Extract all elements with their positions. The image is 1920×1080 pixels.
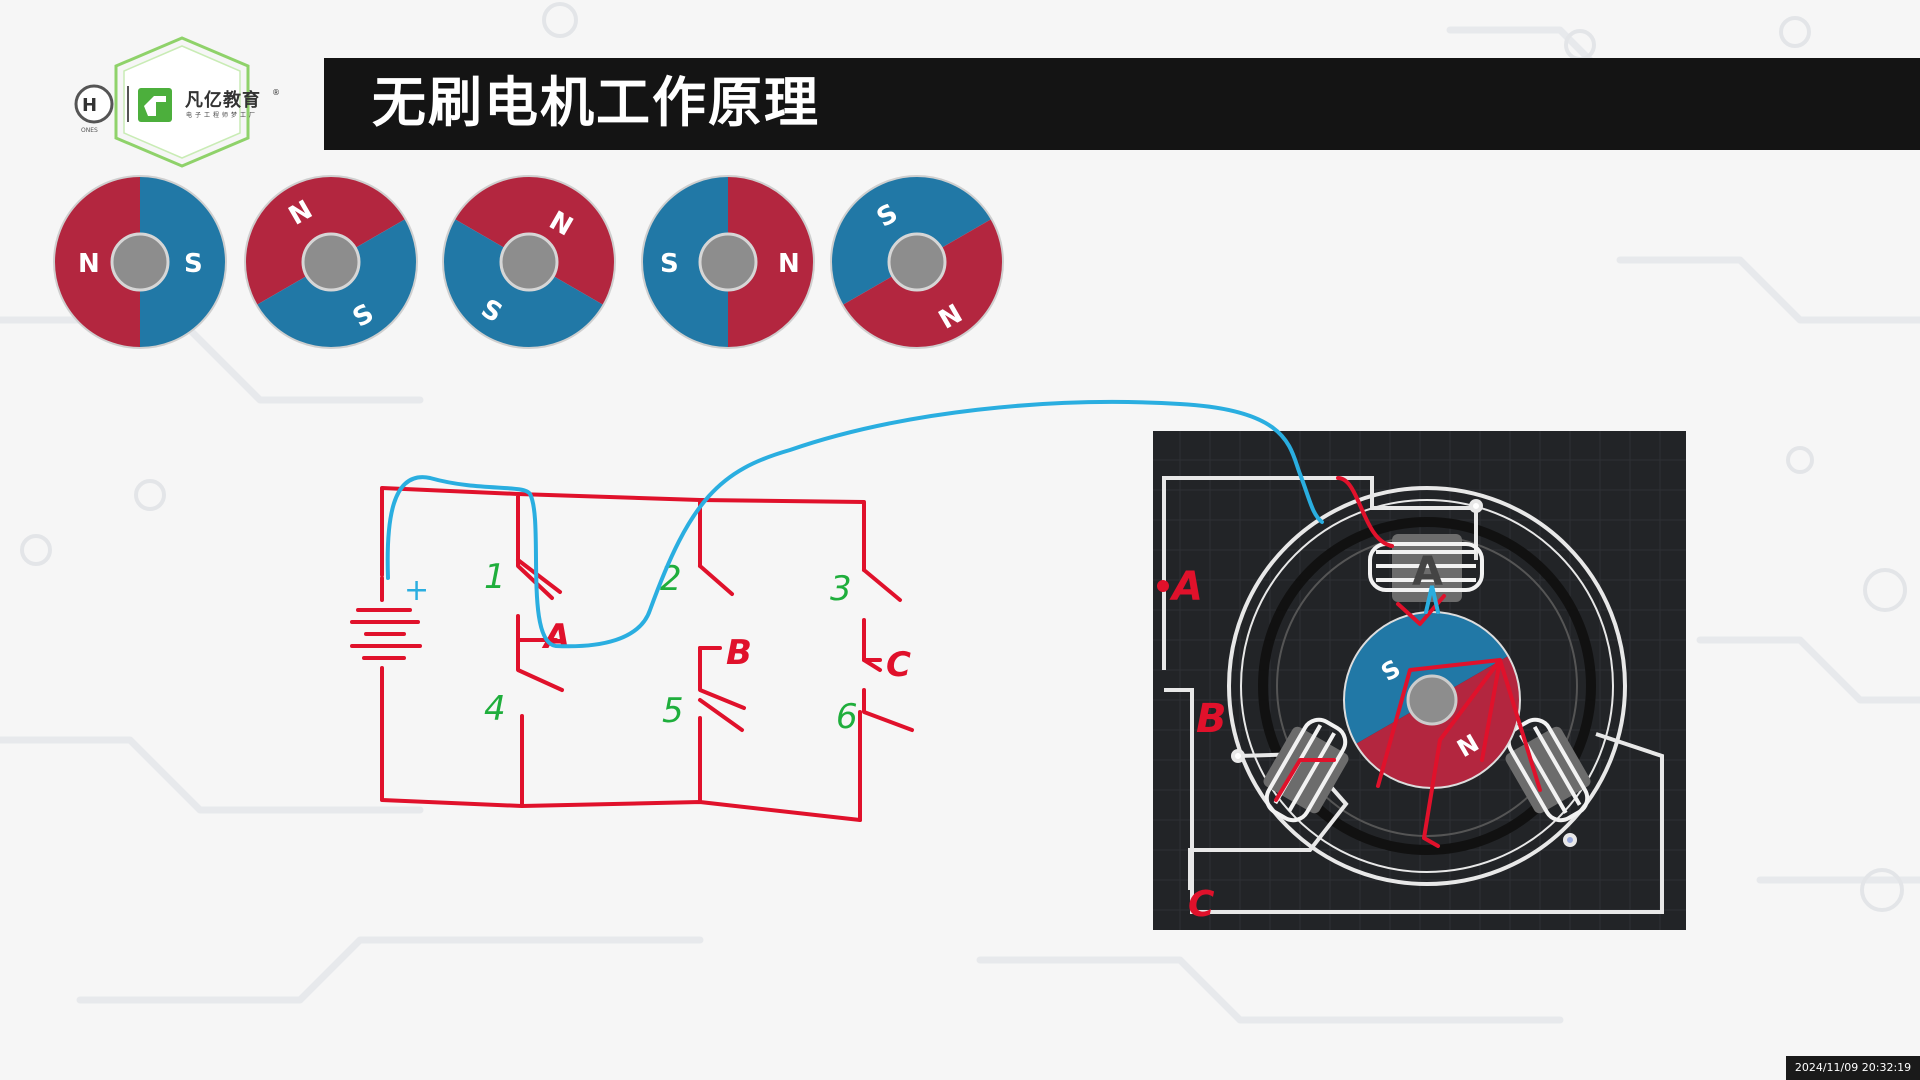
inverter-circuit [350, 476, 1542, 848]
inverter-phase-labels: A B C [541, 617, 911, 685]
board-phase-label: C [1188, 884, 1215, 925]
magnet-rotation-sequence: N S N S N S [53, 175, 1004, 349]
switch-number: 1 [484, 557, 506, 597]
timestamp: 2024/11/09 20:32:19 [1786, 1056, 1920, 1080]
switch-number: 6 [836, 697, 858, 737]
magnet-disc-5: S N [830, 175, 1004, 349]
page-title: 无刷电机工作原理 [372, 71, 820, 134]
coil-a: A [1368, 534, 1484, 602]
board-phase-labels: A B C [1169, 564, 1227, 925]
title-bar [324, 58, 1920, 150]
brand-name: 凡亿教育 [185, 90, 261, 111]
switch-numbers: 1 2 3 4 5 6 [484, 557, 858, 737]
magnet-disc-4: S N [641, 175, 815, 349]
magnet-label: N [778, 249, 800, 279]
magnet-disc-1: N S [53, 175, 227, 349]
switch-number: 5 [662, 691, 684, 731]
board-phase-label: B [1196, 696, 1227, 742]
magnet-disc-2: N S [244, 175, 418, 349]
phase-label: C [886, 645, 911, 685]
magnet-label: S [660, 249, 679, 279]
phase-label: B [726, 633, 752, 673]
brand-tagline: 电子工程师梦工厂 [186, 112, 259, 119]
coil-b [1263, 717, 1349, 823]
registered-mark: ® [272, 88, 280, 97]
magnet-label: S [184, 249, 203, 279]
switch-number: 3 [830, 569, 852, 609]
phase-a-wire [385, 400, 1440, 649]
brand-logo: H ONES [70, 36, 300, 168]
board-phase-label: A [1169, 564, 1203, 610]
switch-number: 4 [484, 689, 506, 729]
coil-a-label: A [1412, 549, 1443, 595]
magnet-disc-3: N S [442, 175, 616, 349]
battery-plus-sign: + [404, 573, 429, 608]
logo-emblem: H ONES [74, 36, 250, 168]
magnet-label: N [78, 249, 100, 279]
svg-text:H: H [82, 95, 97, 116]
motor-stator [1227, 486, 1627, 886]
logo-badge-text: ONES [81, 127, 98, 134]
